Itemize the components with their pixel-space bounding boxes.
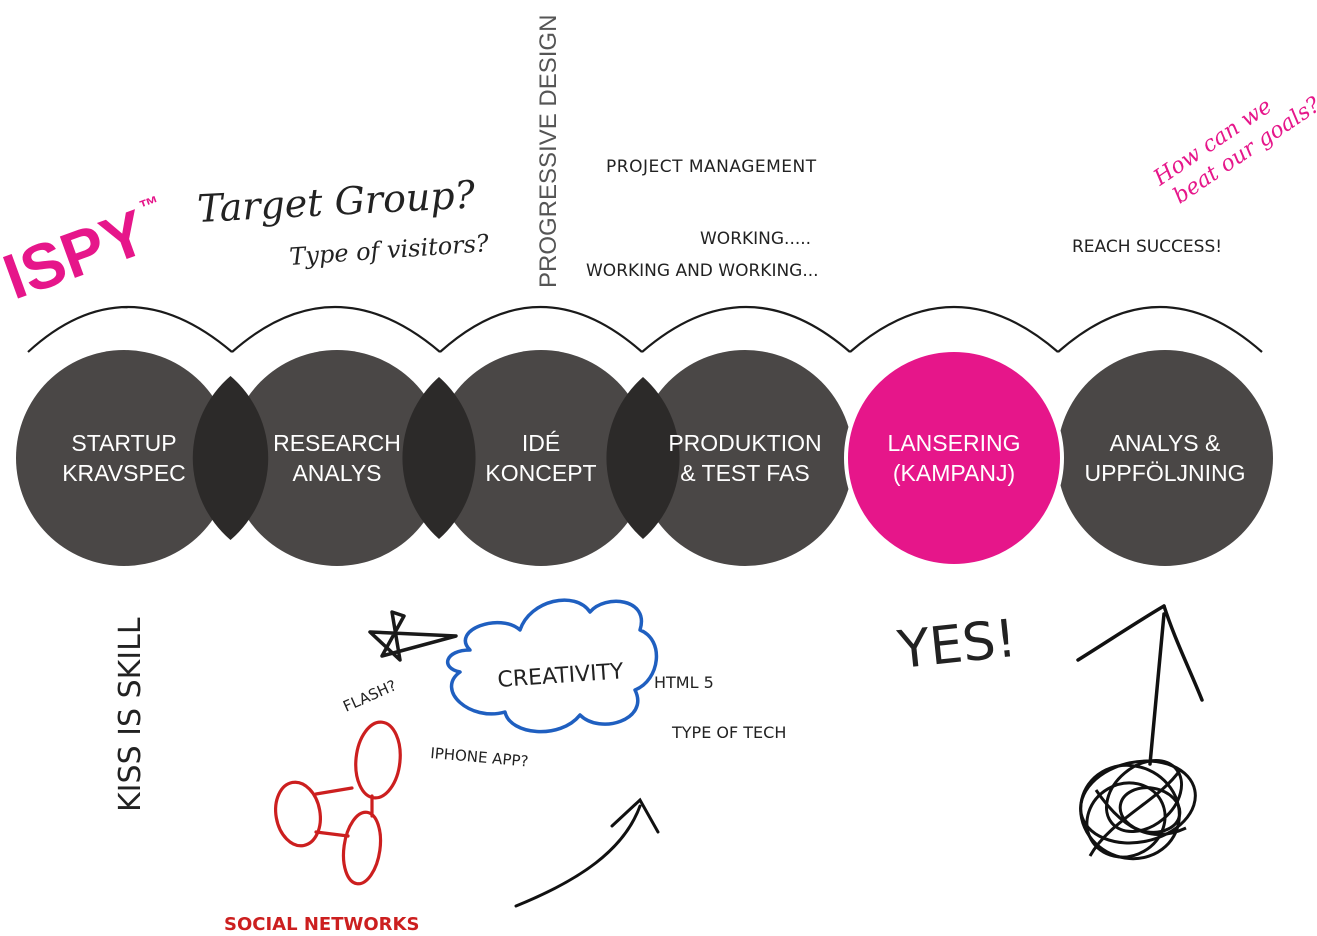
project-management-note: PROJECT MANAGEMENT: [606, 157, 817, 177]
stage-5-line2: (KAMPANJ): [893, 460, 1015, 486]
stage-labels: STARTUP KRAVSPEC RESEARCH ANALYS IDÉ KON…: [62, 430, 1245, 486]
stage-circle-research: [229, 350, 445, 566]
stage-5-line1: LANSERING: [888, 430, 1021, 456]
yes-note: YES!: [894, 609, 1019, 681]
target-group-note: Target Group?: [196, 172, 476, 231]
kiss-note: KISS IS SKILL: [113, 617, 148, 812]
type-of-visitors-note: Type of visitors?: [288, 229, 489, 271]
arc-4: [641, 305, 851, 353]
brand-trademark: ™: [137, 192, 163, 220]
stage-2-line1: RESEARCH: [273, 430, 401, 456]
arc-3: [439, 305, 643, 353]
stage-circle-produktion: [637, 350, 853, 566]
stage-circle-lansering: [844, 348, 1064, 568]
how-beat-goals-note: How can we beat our goals?: [1149, 92, 1317, 209]
arc-5: [849, 305, 1059, 353]
stage-6-line2: UPPFÖLJNING: [1084, 460, 1245, 486]
overlap-1: [192, 376, 269, 540]
stage-1-line1: STARTUP: [71, 430, 176, 456]
stage-1-line2: KRAVSPEC: [62, 460, 186, 486]
type-of-tech-note: TYPE OF TECH: [671, 723, 786, 742]
cloud-sketch-icon: [445, 598, 658, 734]
up-arrow-icon: [1076, 604, 1204, 766]
stage-arcs: [27, 305, 1263, 353]
scribble-sketch-icon: [1079, 759, 1197, 861]
overlap-3: [606, 377, 680, 539]
arc-2: [231, 305, 441, 353]
stage-2-line2: ANALYS: [292, 460, 381, 486]
stage-3-line2: KONCEPT: [485, 460, 596, 486]
stage-6-line1: ANALYS &: [1110, 430, 1221, 456]
stage-circle-startup: [16, 350, 232, 566]
overlap-2: [402, 377, 476, 539]
stage-3-line1: IDÉ: [522, 430, 560, 456]
brand-name: ISPY: [0, 196, 156, 314]
html5-note: HTML 5: [654, 673, 714, 692]
curved-arrow-icon: [514, 797, 660, 908]
working-note-1: WORKING.....: [700, 229, 811, 249]
stage-circles: [16, 348, 1273, 568]
arc-1: [27, 305, 233, 353]
iphone-app-note: IPHONE APP?: [430, 744, 530, 771]
creativity-note: CREATIVITY: [497, 659, 625, 693]
progressive-design-label: PROGRESSIVE DESIGN: [535, 15, 562, 288]
brand-logo: ISPY ™: [0, 192, 163, 314]
social-network-sketch-icon: [274, 720, 402, 886]
stage-circle-analys: [1057, 350, 1273, 566]
reach-success-note: REACH SUCCESS!: [1072, 237, 1222, 257]
star-sketch-icon: [368, 610, 458, 662]
stage-circle-ide: [433, 350, 649, 566]
social-networks-note: SOCIAL NETWORKS: [224, 914, 419, 935]
arc-6: [1057, 305, 1263, 353]
stage-4-line2: & TEST FAS: [680, 460, 810, 486]
stage-4-line1: PRODUKTION: [668, 430, 821, 456]
flash-note: FLASH?: [340, 676, 399, 715]
working-note-2: WORKING AND WORKING...: [586, 261, 819, 281]
